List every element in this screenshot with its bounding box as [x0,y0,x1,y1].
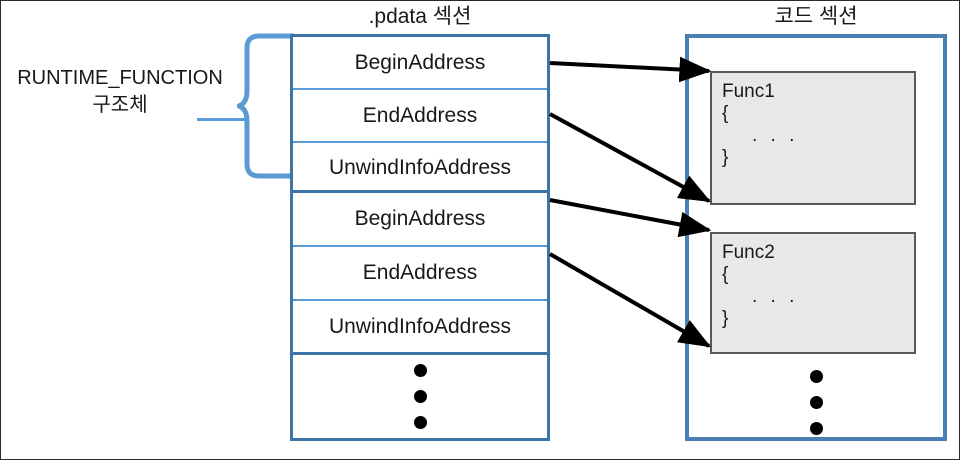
vertical-ellipsis-icon [689,363,943,441]
runtime-function-label-line2: 구조체 [92,94,148,116]
field-end-address: EndAddress [293,247,547,301]
field-end-address: EndAddress [293,90,547,143]
function-body-ellipsis: . . . [752,125,799,146]
runtime-function-label: RUNTIME_FUNCTION 구조체 [5,65,235,119]
function-body-ellipsis: . . . [752,286,799,307]
function-name: Func1 [722,81,775,102]
pdata-section-title: .pdata 섹션 [368,5,472,28]
brace-connector-line [197,118,245,121]
function-block-func2: Func2 { . . . } [710,232,916,354]
function-open-brace: { [722,264,729,285]
field-unwind-info-address: UnwindInfoAddress [328,314,512,338]
field-begin-address: BeginAddress [293,193,547,247]
field-unwind-info-address: UnwindInfoAddress [328,156,512,179]
function-close-brace: } [722,147,729,168]
function-name: Func2 [722,242,775,263]
function-open-brace: { [722,103,729,124]
runtime-function-label-line1: RUNTIME_FUNCTION [17,67,223,89]
code-section-box: Func1 { . . . } Func2 { . . . } [685,34,947,441]
pdata-section-box: BeginAddress EndAddress UnwindInfoAddres… [290,34,550,441]
left-curly-brace-icon [237,33,295,179]
runtime-function-entry-1: BeginAddress EndAddress UnwindInfoAddres… [293,37,547,193]
field-begin-address: BeginAddress [293,37,547,90]
function-block-func1: Func1 { . . . } [710,71,916,205]
pdata-continuation-cell [293,355,547,438]
runtime-function-entry-2: BeginAddress EndAddress UnwindInfoAddres… [293,193,547,355]
vertical-ellipsis-icon [293,355,547,438]
function-close-brace: } [722,308,729,329]
code-section-title: 코드 섹션 [774,5,858,28]
code-continuation-cell [689,363,943,441]
